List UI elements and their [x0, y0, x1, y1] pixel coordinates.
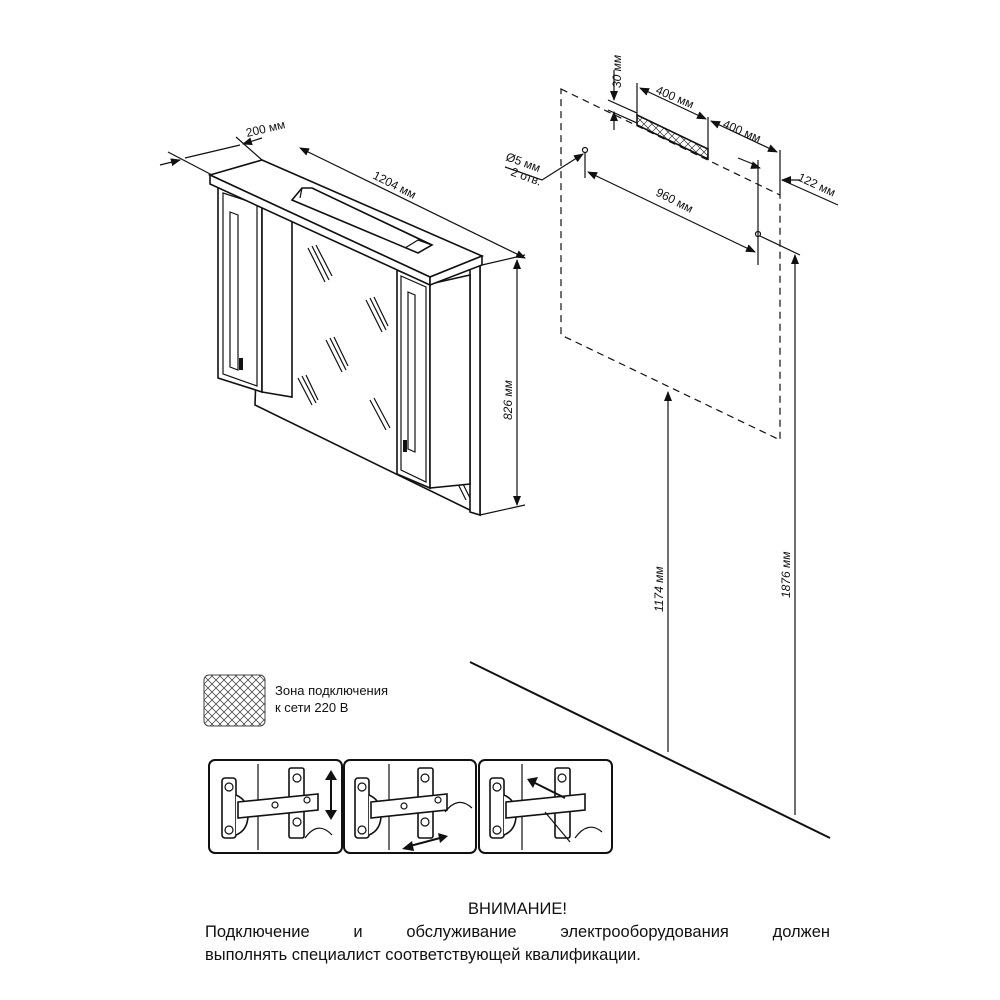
- height-dimension-label: 826 мм: [501, 380, 515, 420]
- mirror-cabinet-drawing: [207, 159, 485, 517]
- hinge-adjustment-instructions: [208, 759, 613, 854]
- warning-title: ВНИМАНИЕ!: [468, 900, 567, 918]
- floor-height-dimensions: 1174 мм 1876 мм: [469, 254, 831, 839]
- floor-line: [469, 661, 831, 839]
- connection-zone: [636, 113, 709, 161]
- warning-notice: ВНИМАНИЕ! Подключение и обслуживание эле…: [205, 898, 830, 967]
- zone-offset-label: 30 мм: [610, 55, 624, 88]
- hinge-panel-depth: [478, 759, 613, 854]
- right-cabinet-door: [396, 268, 431, 490]
- zone-width-label: 400 мм: [654, 83, 696, 111]
- connection-zone-legend-swatch: [203, 674, 266, 727]
- depth-dimension-label: 200 мм: [245, 117, 287, 140]
- width-dimension-label: 1204 мм: [371, 168, 419, 202]
- legend-line-2: к сети 220 В: [275, 700, 349, 715]
- left-door-handle: [239, 358, 243, 370]
- hole-spacing-label: 960 мм: [654, 185, 696, 216]
- wall-mounting-outline: 30 мм 400 мм 400 мм Ø5 мм 2 отв. 960 мм …: [504, 55, 839, 441]
- hinge-panel-horizontal: [343, 759, 477, 854]
- warning-line-1: Подключение и обслуживание электрооборуд…: [205, 923, 830, 941]
- zone-to-edge-label: 400 мм: [721, 117, 763, 145]
- right-door-handle: [403, 440, 407, 452]
- horizontal-adjust-arrow-icon: [409, 837, 441, 847]
- legend-line-1: Зона подключения: [275, 683, 389, 698]
- mounting-hole-left: [581, 146, 589, 154]
- connection-zone-legend: Зона подключения к сети 220 В: [275, 682, 388, 716]
- hinge-panel-vertical: [208, 759, 343, 854]
- bottom-height-label: 1174 мм: [652, 566, 666, 612]
- hole-height-label: 1876 мм: [779, 552, 793, 598]
- warning-line-2: выполнять специалист соответствующей ква…: [205, 946, 641, 964]
- depth-adjust-arrow-icon: [534, 782, 566, 799]
